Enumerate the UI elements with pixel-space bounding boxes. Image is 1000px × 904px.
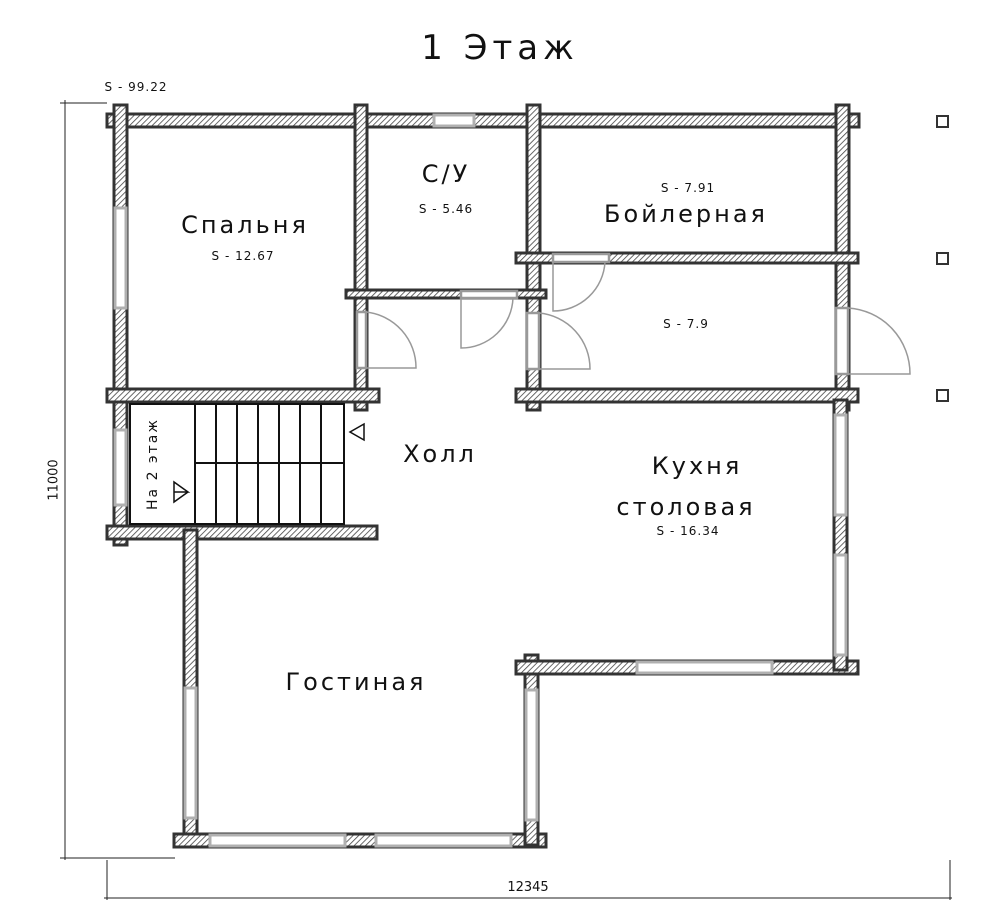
window xyxy=(183,686,198,820)
window xyxy=(113,428,128,507)
area-boiler: S - 7.91 xyxy=(660,181,716,195)
room-bedroom: Спальня xyxy=(181,211,309,239)
stairs-label: На 2 этаж xyxy=(145,418,161,510)
room-hall: Холл xyxy=(403,440,477,468)
window xyxy=(374,833,513,848)
windows xyxy=(113,113,848,848)
wall-bedroom-bottom xyxy=(105,387,381,404)
total-area: S - 99.22 xyxy=(104,80,168,94)
window xyxy=(432,113,476,128)
doors xyxy=(355,252,911,376)
room-boiler: Бойлерная xyxy=(604,200,768,228)
window xyxy=(833,553,848,657)
wall-boiler-storage xyxy=(514,251,860,265)
arrow-icon xyxy=(348,422,365,442)
window xyxy=(524,688,539,822)
window xyxy=(208,833,347,848)
room-kitchen-line2: столовая xyxy=(616,493,756,521)
area-storage: S - 7.9 xyxy=(663,317,709,331)
wall-storage-bottom xyxy=(514,387,860,404)
wall-stairs-bottom xyxy=(105,524,379,541)
room-kitchen-line1: Кухня xyxy=(651,452,743,480)
room-living: Гостиная xyxy=(285,668,427,696)
wall-bath-bottom xyxy=(344,288,548,300)
window xyxy=(833,413,848,517)
page-title: 1 Этаж xyxy=(421,28,579,68)
dimension-lines xyxy=(60,100,952,900)
markers xyxy=(936,115,949,402)
window xyxy=(113,206,128,310)
wall-top xyxy=(105,112,861,129)
dimension-height: 11000 xyxy=(46,459,62,501)
area-kitchen: S - 16.34 xyxy=(656,524,720,538)
dimension-width: 12345 xyxy=(507,880,549,895)
arrow-icon xyxy=(173,480,191,504)
stairs xyxy=(129,403,365,525)
window xyxy=(635,660,774,675)
area-bedroom: S - 12.67 xyxy=(211,249,275,263)
room-bathroom: С/У xyxy=(421,160,471,188)
area-bathroom: S - 5.46 xyxy=(418,202,474,216)
